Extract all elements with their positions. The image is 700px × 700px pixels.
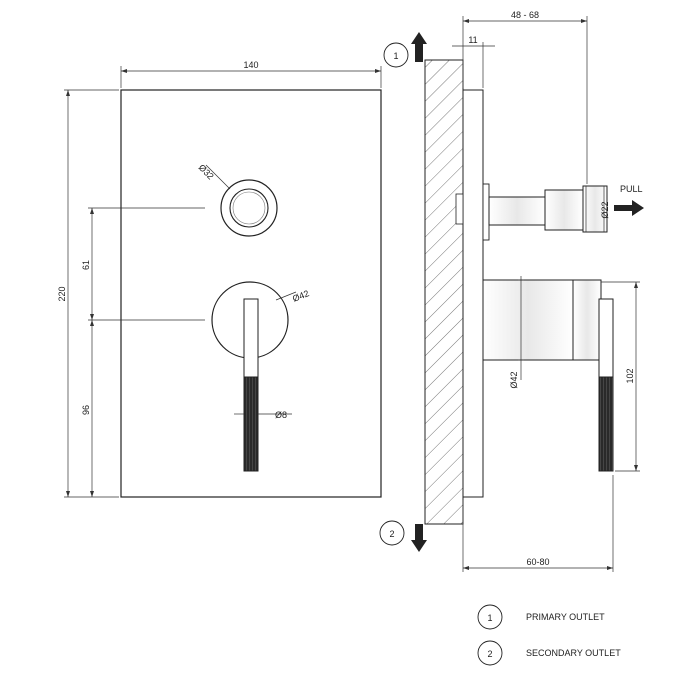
valve-body: Ø42 102 <box>482 276 640 472</box>
height-label: 220 <box>57 286 67 301</box>
svg-text:1: 1 <box>393 51 398 61</box>
front-view: 140 220 61 96 Ø3 <box>57 60 382 498</box>
side-view: Ø22 PULL Ø42 102 <box>379 10 644 572</box>
knurled-lever <box>243 376 259 472</box>
width-dimension: 140 <box>120 60 382 88</box>
down-arrow <box>411 524 427 552</box>
plate-thickness-label: 11 <box>468 35 477 45</box>
svg-text:2: 2 <box>487 649 492 659</box>
up-arrow <box>411 32 427 62</box>
wall-section <box>424 59 464 525</box>
svg-text:2: 2 <box>389 529 394 539</box>
outlet-marker-1: 1 <box>383 32 427 68</box>
pull-arrow <box>614 200 644 216</box>
upper-offset-label: 61 <box>81 260 91 270</box>
diverter-knob: Ø32 <box>197 162 278 237</box>
legend: 1 PRIMARY OUTLET 2 SECONDARY OUTLET <box>477 604 621 666</box>
spout: Ø22 PULL <box>488 184 644 233</box>
legend-item-primary: 1 PRIMARY OUTLET <box>477 604 605 630</box>
lever-diameter-label: Ø8 <box>275 410 287 420</box>
spout-diameter-label: Ø22 <box>600 201 610 218</box>
legend-item-secondary: 2 SECONDARY OUTLET <box>477 640 621 666</box>
svg-text:1: 1 <box>487 613 492 623</box>
offset-dimensions: 61 96 <box>81 207 205 497</box>
depth-bottom-label: 60-80 <box>526 557 549 567</box>
depth-bottom-dimension: 60-80 <box>462 475 614 572</box>
legend-label-primary: PRIMARY OUTLET <box>526 612 605 622</box>
outlet-marker-2: 2 <box>379 520 427 552</box>
side-knurled-lever <box>598 376 614 472</box>
plate-side <box>462 89 484 498</box>
body-diameter-label: Ø42 <box>509 371 519 388</box>
mixer-handle: Ø42 Ø8 <box>211 281 311 472</box>
height-dimension: 220 <box>57 89 119 498</box>
depth-top-label: 48 - 68 <box>511 10 539 20</box>
pull-label: PULL <box>620 184 643 194</box>
width-label: 140 <box>243 60 258 70</box>
legend-label-secondary: SECONDARY OUTLET <box>526 648 621 658</box>
lower-offset-label: 96 <box>81 405 91 415</box>
lever-height-label: 102 <box>625 368 635 383</box>
depth-top-dimension: 48 - 68 11 <box>452 10 588 184</box>
